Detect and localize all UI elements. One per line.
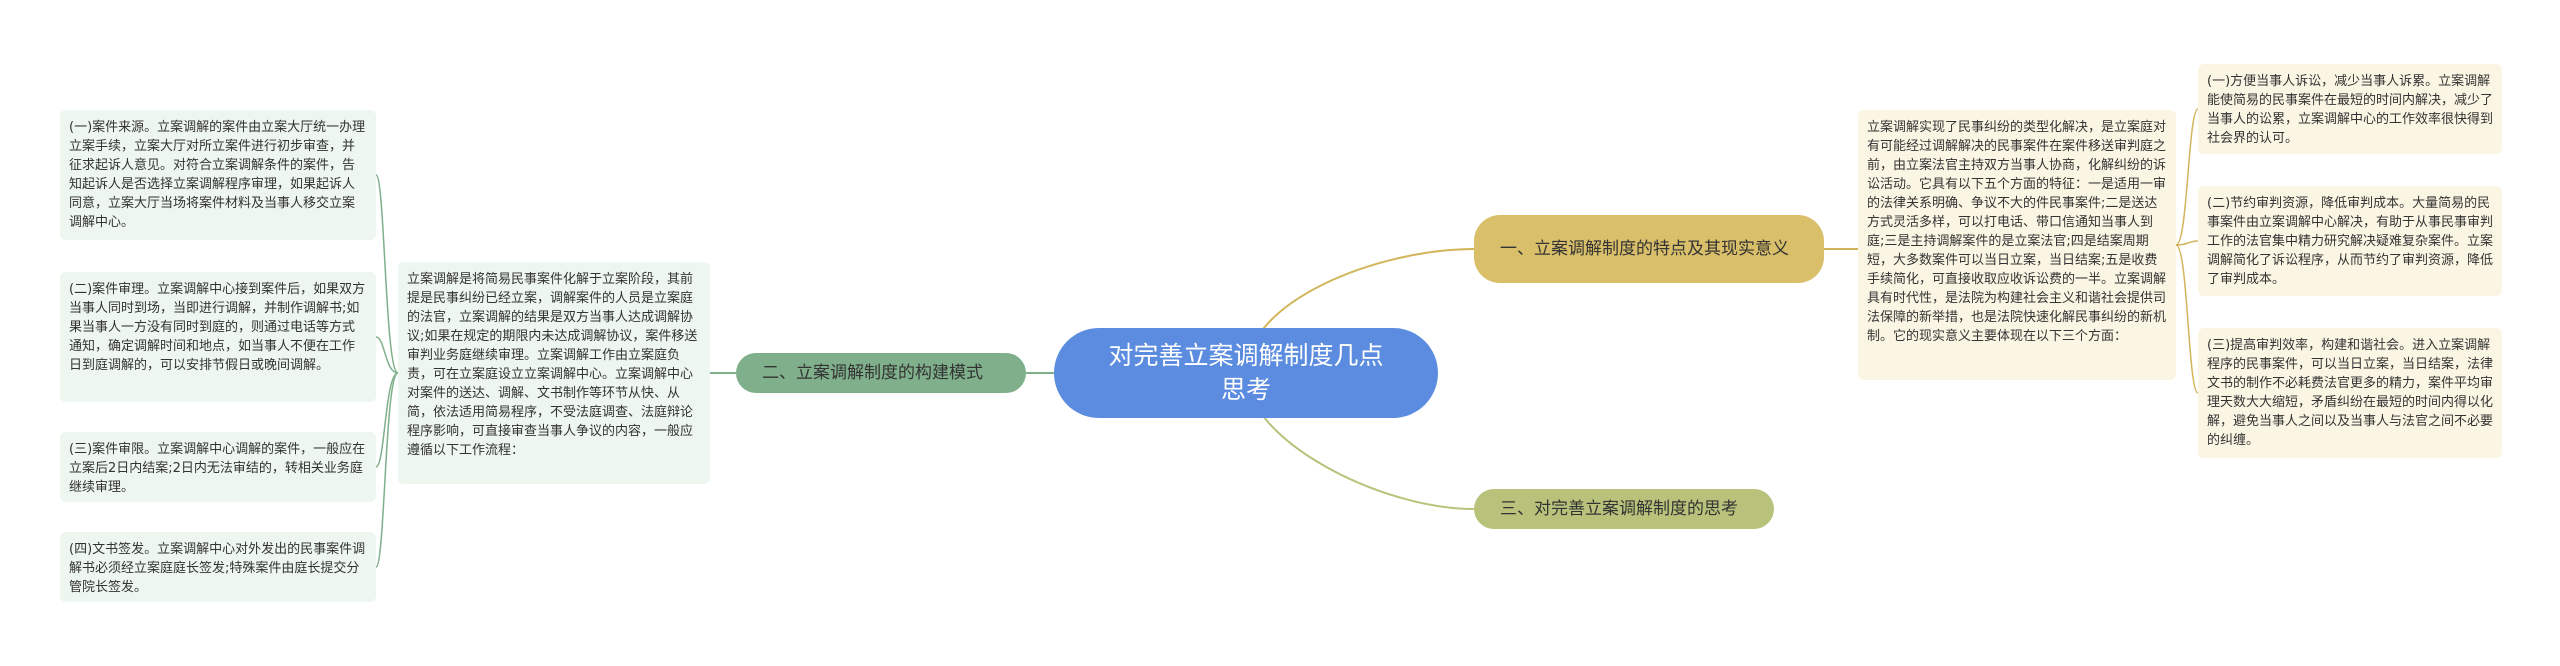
link-middle-left3 — [375, 372, 399, 468]
link-middle-left1 — [375, 174, 399, 374]
root-title: 对完善立案调解制度几点思考 — [1108, 341, 1384, 404]
leaf-case-trial[interactable]: (二)案件审理。立案调解中心接到案件后，如果双方当事人同时到场，当即进行调解，并… — [60, 272, 376, 402]
features-intro-node[interactable]: 立案调解实现了民事纠纷的类型化解决，是立案庭对有可能经过调解解决的民事案件在案件… — [1858, 110, 2176, 380]
root-topic[interactable]: 对完善立案调解制度几点思考 — [1054, 328, 1438, 418]
link-middle-left2 — [375, 336, 399, 374]
branch-label: 二、立案调解制度的构建模式 — [762, 362, 983, 383]
node-text: (二)案件审理。立案调解中心接到案件后，如果双方当事人同时到场，当即进行调解，并… — [69, 282, 366, 373]
construction-overview-node[interactable]: 立案调解是将简易民事案件化解于立案阶段，其前提是民事纠纷已经立案，调解案件的人员… — [398, 262, 710, 484]
node-text: (四)文书签发。立案调解中心对外发出的民事案件调解书必须经立案庭庭长签发;特殊案… — [69, 542, 366, 595]
link-intro-right1 — [2175, 108, 2199, 246]
link-middle-left4 — [375, 372, 399, 568]
branch-improvement-thoughts[interactable]: 三、对完善立案调解制度的思考 — [1474, 489, 1774, 529]
branch-construction-model[interactable]: 二、立案调解制度的构建模式 — [736, 353, 1026, 393]
branch-features-significance[interactable]: 一、立案调解制度的特点及其现实意义 — [1474, 215, 1824, 283]
leaf-case-time-limit[interactable]: (三)案件审限。立案调解中心调解的案件，一般应在立案后2日内结案;2日内无法审结… — [60, 432, 376, 502]
branch-label: 一、立案调解制度的特点及其现实意义 — [1500, 238, 1789, 259]
leaf-save-resources[interactable]: (二)节约审判资源，降低审判成本。大量简易的民事案件由立案调解中心解决，有助于从… — [2198, 186, 2502, 296]
node-text: (三)案件审限。立案调解中心调解的案件，一般应在立案后2日内结案;2日内无法审结… — [69, 442, 366, 495]
node-text: 立案调解实现了民事纠纷的类型化解决，是立案庭对有可能经过调解解决的民事案件在案件… — [1867, 120, 2167, 344]
branch-label: 三、对完善立案调解制度的思考 — [1500, 498, 1738, 519]
node-text: (二)节约审判资源，降低审判成本。大量简易的民事案件由立案调解中心解决，有助于从… — [2207, 196, 2494, 287]
node-text: 立案调解是将简易民事案件化解于立案阶段，其前提是民事纠纷已经立案，调解案件的人员… — [407, 272, 698, 458]
link-intro-right3 — [2175, 244, 2199, 394]
node-text: (一)案件来源。立案调解的案件由立案大厅统一办理立案手续，立案大厅对所立案件进行… — [69, 120, 366, 230]
node-text: (一)方便当事人诉讼，减少当事人诉累。立案调解能使简易的民事案件在最短的时间内解… — [2207, 74, 2494, 146]
leaf-document-signing[interactable]: (四)文书签发。立案调解中心对外发出的民事案件调解书必须经立案庭庭长签发;特殊案… — [60, 532, 376, 602]
leaf-convenience[interactable]: (一)方便当事人诉讼，减少当事人诉累。立案调解能使简易的民事案件在最短的时间内解… — [2198, 64, 2502, 154]
node-text: (三)提高审判效率，构建和谐社会。进入立案调解程序的民事案件，可以当日立案，当日… — [2207, 338, 2494, 448]
leaf-case-source[interactable]: (一)案件来源。立案调解的案件由立案大厅统一办理立案手续，立案大厅对所立案件进行… — [60, 110, 376, 240]
link-intro-right2 — [2175, 240, 2199, 246]
leaf-efficiency[interactable]: (三)提高审判效率，构建和谐社会。进入立案调解程序的民事案件，可以当日立案，当日… — [2198, 328, 2502, 458]
